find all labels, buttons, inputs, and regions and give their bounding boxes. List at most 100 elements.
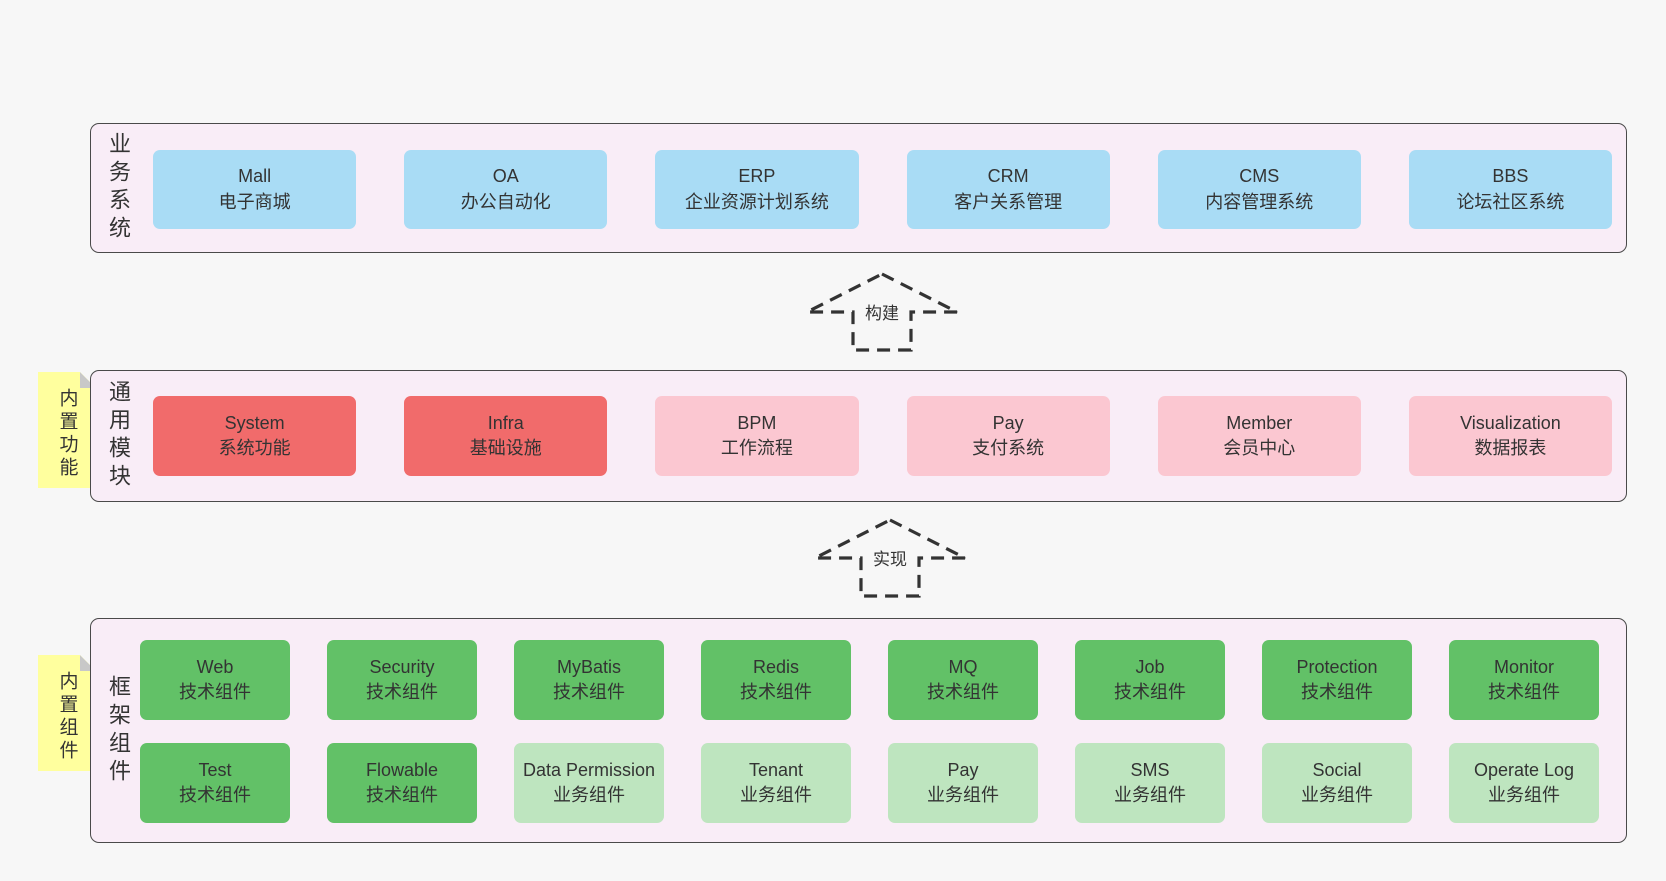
box-subtitle: 业务组件 — [1114, 785, 1186, 805]
box-row: System 系统功能 Infra 基础设施 BPM 工作流程 Pay 支付系统… — [153, 396, 1613, 476]
box-member: Member 会员中心 — [1157, 396, 1361, 476]
arrow-label: 构建 — [860, 298, 904, 325]
box-visualization: Visualization 数据报表 — [1408, 396, 1613, 476]
box-sms: SMS 业务组件 — [1075, 743, 1225, 823]
box-flowable: Flowable 技术组件 — [327, 743, 477, 823]
box-subtitle: 技术组件 — [1301, 682, 1373, 702]
box-subtitle: 支付系统 — [972, 438, 1045, 458]
box-job: Job 技术组件 — [1075, 640, 1225, 720]
box-pay: Pay 支付系统 — [906, 396, 1110, 476]
box-title: OA — [492, 166, 519, 187]
box-subtitle: 业务组件 — [1301, 785, 1373, 805]
box-subtitle: 技术组件 — [179, 682, 251, 702]
box-title: Monitor — [1493, 656, 1555, 677]
box-monitor: Monitor 技术组件 — [1449, 640, 1599, 720]
box-subtitle: 技术组件 — [740, 682, 812, 702]
sticky-note-built-in-features: 内置功能 — [38, 372, 96, 488]
box-subtitle: 技术组件 — [927, 682, 999, 702]
build-arrow-icon: 构建 — [804, 271, 960, 353]
box-title: Web — [196, 656, 234, 677]
box-erp: ERP 企业资源计划系统 — [655, 150, 859, 229]
box-subtitle: 业务组件 — [927, 785, 999, 805]
up-arrow-icon — [806, 272, 958, 352]
box-subtitle: 数据报表 — [1474, 438, 1547, 458]
box-subtitle: 技术组件 — [1114, 682, 1186, 702]
box-subtitle: 企业资源计划系统 — [684, 191, 829, 212]
box-title: CRM — [987, 166, 1029, 187]
box-mybatis: MyBatis 技术组件 — [514, 640, 664, 720]
implement-arrow-icon: 实现 — [812, 517, 968, 599]
box-subtitle: 办公自动化 — [460, 191, 551, 212]
box-title: Job — [1135, 656, 1165, 677]
box-system: System 系统功能 — [153, 396, 357, 476]
box-title: MQ — [948, 656, 978, 677]
box-title: Visualization — [1460, 412, 1561, 433]
layer-label: 通用模块 — [106, 380, 131, 492]
box-infra: Infra 基础设施 — [404, 396, 608, 476]
box-web: Web 技术组件 — [140, 640, 290, 720]
box-cms: CMS 内容管理系统 — [1157, 150, 1361, 229]
box-title: Data Permission — [522, 759, 656, 780]
box-title: BBS — [1492, 166, 1529, 187]
box-row: Test 技术组件 Flowable 技术组件 Data Permission … — [140, 743, 1599, 823]
box-redis: Redis 技术组件 — [701, 640, 851, 720]
box-security: Security 技术组件 — [327, 640, 477, 720]
box-subtitle: 论坛社区系统 — [1456, 191, 1565, 212]
box-title: ERP — [738, 166, 776, 187]
box-operate-log: Operate Log 业务组件 — [1449, 743, 1599, 823]
box-subtitle: 业务组件 — [553, 785, 625, 805]
box-subtitle: 内容管理系统 — [1205, 191, 1314, 212]
box-title: Pay — [992, 412, 1024, 433]
box-title: SMS — [1130, 759, 1170, 780]
box-crm: CRM 客户关系管理 — [906, 150, 1110, 229]
box-data-permission: Data Permission 业务组件 — [514, 743, 664, 823]
box-title: Social — [1312, 759, 1362, 780]
box-social: Social 业务组件 — [1262, 743, 1412, 823]
sticky-note-label: 内置组件 — [56, 671, 78, 763]
box-title: Member — [1226, 412, 1293, 433]
sticky-note-built-in-components: 内置组件 — [38, 655, 96, 771]
box-title: MyBatis — [556, 656, 621, 677]
layer-framework-components: 框架组件 Web 技术组件 Security 技术组件 MyBatis 技术组件… — [90, 618, 1627, 843]
box-subtitle: 工作流程 — [720, 438, 793, 458]
box-title: System — [224, 412, 285, 433]
box-title: Test — [198, 759, 232, 780]
box-bpm: BPM 工作流程 — [655, 396, 859, 476]
box-title: Tenant — [748, 759, 804, 780]
box-subtitle: 会员中心 — [1223, 438, 1296, 458]
layer-label: 框架组件 — [106, 674, 131, 787]
box-title: BPM — [737, 412, 777, 433]
box-title: Flowable — [365, 759, 439, 780]
box-pay-component: Pay 业务组件 — [888, 743, 1038, 823]
box-subtitle: 客户关系管理 — [954, 191, 1063, 212]
box-row: Mall 电子商城 OA 办公自动化 ERP 企业资源计划系统 CRM 客户关系… — [153, 150, 1613, 229]
box-subtitle: 技术组件 — [179, 785, 251, 805]
box-title: CMS — [1239, 166, 1280, 187]
box-subtitle: 技术组件 — [553, 682, 625, 702]
box-title: Pay — [947, 759, 979, 780]
box-protection: Protection 技术组件 — [1262, 640, 1412, 720]
box-mq: MQ 技术组件 — [888, 640, 1038, 720]
box-subtitle: 技术组件 — [366, 682, 438, 702]
box-subtitle: 基础设施 — [469, 438, 542, 458]
box-subtitle: 系统功能 — [218, 438, 291, 458]
box-test: Test 技术组件 — [140, 743, 290, 823]
box-tenant: Tenant 业务组件 — [701, 743, 851, 823]
up-arrow-icon — [814, 518, 966, 598]
layer-common-modules: 通用模块 System 系统功能 Infra 基础设施 BPM 工作流程 Pay… — [90, 370, 1627, 502]
arrow-label: 实现 — [868, 544, 912, 571]
box-title: Redis — [752, 656, 800, 677]
box-title: Infra — [487, 412, 524, 433]
box-subtitle: 技术组件 — [366, 785, 438, 805]
box-title: Protection — [1296, 656, 1378, 677]
box-title: Operate Log — [1473, 759, 1575, 780]
box-subtitle: 电子商城 — [218, 191, 291, 212]
box-subtitle: 技术组件 — [1488, 682, 1560, 702]
layer-business-systems: 业务系统 Mall 电子商城 OA 办公自动化 ERP 企业资源计划系统 CRM… — [90, 123, 1627, 253]
box-row: Web 技术组件 Security 技术组件 MyBatis 技术组件 Redi… — [140, 640, 1599, 720]
box-title: Security — [369, 656, 435, 677]
box-oa: OA 办公自动化 — [404, 150, 608, 229]
box-subtitle: 业务组件 — [740, 785, 812, 805]
layer-label: 业务系统 — [106, 132, 131, 244]
